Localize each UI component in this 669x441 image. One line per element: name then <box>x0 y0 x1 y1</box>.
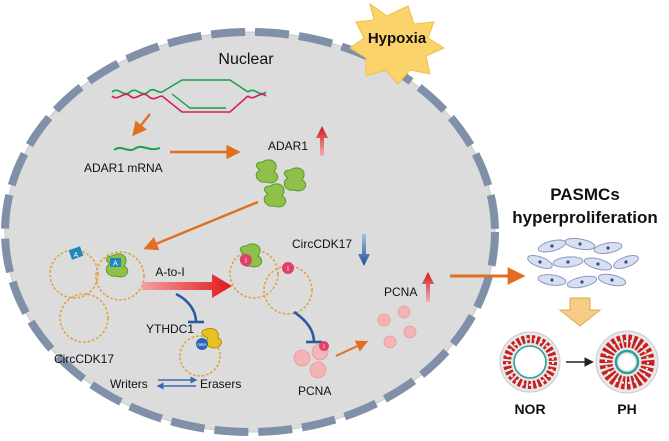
pcna-protein-icon <box>403 325 417 339</box>
m6a-mark: m6A <box>197 342 206 347</box>
a-to-i-label: A-to-I <box>155 265 184 279</box>
adar1-protein-cluster <box>255 159 307 208</box>
cell-nucleus-icon <box>596 262 600 266</box>
adar1-protein-icon <box>255 159 279 184</box>
pcna-lower-label: PCNA <box>298 384 331 398</box>
a-to-i-arrow-icon <box>142 274 232 298</box>
pasmc-nuclei <box>538 242 628 284</box>
adar1-protein-icon <box>263 183 287 208</box>
hypoxia-star-icon <box>349 2 446 85</box>
adenosine-mark: A <box>113 261 118 268</box>
vessel-intima-icon <box>614 349 640 375</box>
inosine-mark: I <box>323 345 325 351</box>
vessel-lumen-icon <box>619 354 635 370</box>
pcna-transcript-group: I <box>293 341 329 379</box>
mrna-strand-icon <box>113 145 161 151</box>
vessel-lumen-icon <box>515 347 545 377</box>
arrow-adar1-binding <box>143 200 259 251</box>
pasmcs-title: PASMCs <box>550 185 620 204</box>
inosine-mark-icon <box>240 254 252 266</box>
circrna-ring-icon <box>229 249 279 299</box>
nor-label: NOR <box>514 401 545 417</box>
hypoxia-burst: Hypoxia <box>349 2 446 85</box>
adenosine-flag-icon <box>68 246 84 260</box>
cell-nucleus-icon <box>606 246 610 250</box>
pcna-protein-icon <box>293 349 311 367</box>
ythdc1-label: YTHDC1 <box>146 322 194 336</box>
hypoxia-label: Hypoxia <box>368 30 427 47</box>
nuclear-membrane <box>1 28 499 436</box>
inosine-mark-icon <box>282 262 294 274</box>
circcdk17-down-arrow-icon <box>358 234 370 266</box>
adar1-mrna-label: ADAR1 mRNA <box>84 161 163 175</box>
cell-nucleus-icon <box>550 278 554 282</box>
ph-vessel <box>595 330 659 394</box>
inosine-mark-icon <box>319 341 329 351</box>
ph-label: PH <box>617 401 636 417</box>
nuclear-label: Nuclear <box>218 51 274 68</box>
ythdc1-inhibition-line <box>175 292 198 323</box>
circcdk17-left-label: CircCDK17 <box>54 352 114 366</box>
dna-transcription <box>111 79 267 113</box>
circrna-ring-icon <box>179 335 221 377</box>
circcdk17-unedited-group: A A CircCDK17 <box>49 246 145 366</box>
pcna-up-arrow-icon <box>422 272 434 302</box>
circcdk17-inhibition-line <box>293 310 316 343</box>
cell-nucleus-icon <box>624 260 628 264</box>
pcna-protein-icon <box>309 361 327 379</box>
inosine-mark: I <box>287 266 289 273</box>
pcna-protein-cluster <box>377 305 417 349</box>
circcdk17-edited-group: I I <box>229 243 313 315</box>
circrna-ring-icon <box>59 293 109 343</box>
pasmcs-subtitle: hyperproliferation <box>512 208 657 227</box>
cell-nucleus-icon <box>566 260 570 264</box>
nor-vessel <box>499 331 561 393</box>
cell-nucleus-icon <box>550 244 554 248</box>
writers-label: Writers <box>110 377 148 391</box>
arrow-pcna-translation <box>335 340 369 357</box>
inosine-mark: I <box>245 258 247 265</box>
vessel-media-highlight <box>605 340 649 384</box>
adar1-up-arrow-icon <box>316 126 328 156</box>
adenosine-flag-icon <box>110 258 121 267</box>
circcdk17-right-label: CircCDK17 <box>292 237 352 251</box>
pcna-protein-icon <box>377 313 391 327</box>
adar1-protein-icon <box>283 167 307 192</box>
arrow-transcription <box>132 113 151 137</box>
m6a-circrna-group: m6A <box>179 327 222 377</box>
circrna-ring-icon <box>95 251 145 301</box>
cell-nucleus-icon <box>610 278 614 282</box>
cell-nucleus-icon <box>538 260 542 264</box>
cell-nucleus-icon <box>578 242 582 246</box>
cell-nucleus-icon <box>580 280 584 284</box>
pcna-upper-label: PCNA <box>384 285 417 299</box>
adenosine-mark: A <box>74 252 79 259</box>
m6a-mark-icon <box>196 338 208 350</box>
down-block-arrow-icon <box>558 297 602 327</box>
pcna-protein-icon <box>397 305 411 319</box>
circrna-ring-icon <box>263 265 313 315</box>
adar1-label: ADAR1 <box>268 139 308 153</box>
erasers-label: Erasers <box>200 377 241 391</box>
nucleus <box>1 28 499 436</box>
pcna-protein-icon <box>383 335 397 349</box>
circrna-ring-icon <box>49 249 99 299</box>
vessel-media-highlight <box>506 338 554 386</box>
vessel-intima-icon <box>513 345 547 379</box>
